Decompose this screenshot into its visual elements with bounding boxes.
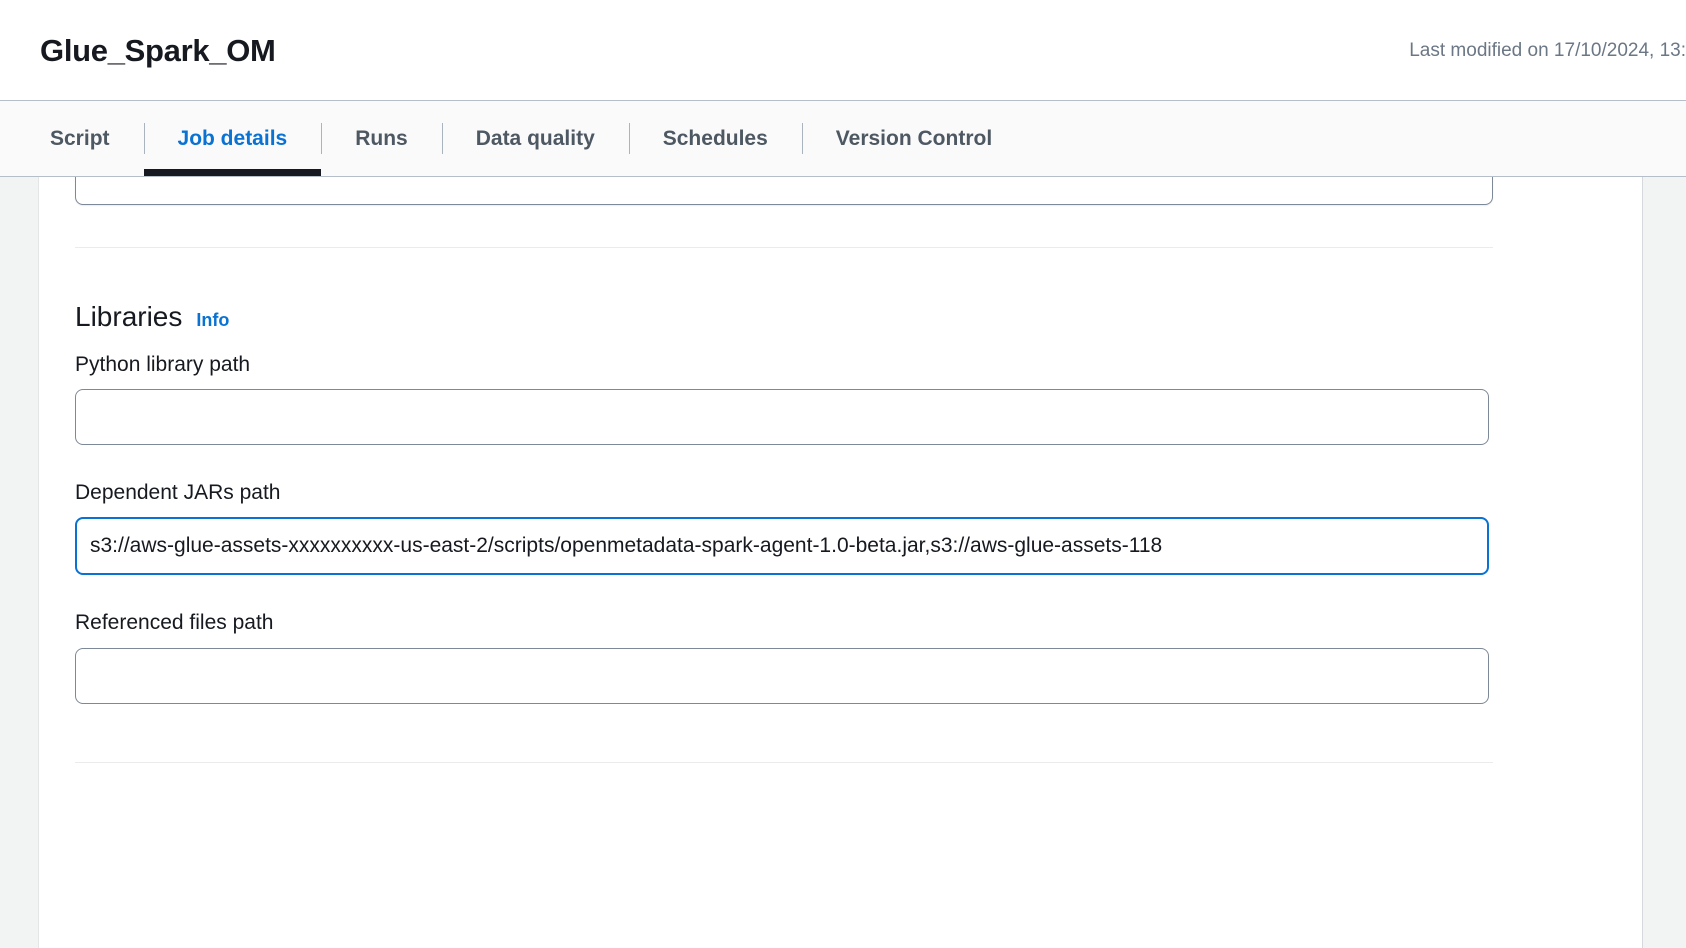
tab-bar: Script Job details Runs Data quality Sch… <box>0 101 1686 177</box>
left-gutter <box>0 177 39 948</box>
libraries-heading: Libraries <box>75 301 183 332</box>
tab-version-control[interactable]: Version Control <box>801 101 1026 176</box>
last-modified-text: Last modified on 17/10/2024, 13: <box>1409 39 1686 61</box>
job-details-form-panel: Libraries Info Python library path Depen… <box>39 177 1642 948</box>
section-divider-bottom <box>75 761 1493 763</box>
referenced-files-path-input[interactable] <box>75 647 1489 704</box>
python-library-path-field: Python library path <box>75 351 1493 446</box>
right-gutter <box>1642 177 1686 948</box>
dependent-jars-path-field: Dependent JARs path <box>75 479 1493 576</box>
body-area: Libraries Info Python library path Depen… <box>0 177 1686 948</box>
tab-data-quality[interactable]: Data quality <box>441 101 629 176</box>
tab-job-details[interactable]: Job details <box>143 101 322 176</box>
referenced-files-path-field: Referenced files path <box>75 609 1493 704</box>
python-library-path-label: Python library path <box>75 352 251 376</box>
libraries-section-header: Libraries Info <box>75 301 1493 333</box>
dependent-jars-path-label: Dependent JARs path <box>75 481 281 505</box>
python-library-path-input[interactable] <box>75 389 1489 446</box>
tab-script[interactable]: Script <box>16 101 144 176</box>
tab-schedules[interactable]: Schedules <box>628 101 802 176</box>
tab-runs[interactable]: Runs <box>321 101 442 176</box>
dependent-jars-path-input[interactable] <box>75 517 1489 576</box>
form-inner: Libraries Info Python library path Depen… <box>39 177 1529 763</box>
scrolled-off-input[interactable] <box>75 177 1493 205</box>
referenced-files-path-label: Referenced files path <box>75 611 274 635</box>
section-divider-top <box>75 247 1493 248</box>
libraries-info-link[interactable]: Info <box>196 310 230 330</box>
page-header: Glue_Spark_OM Last modified on 17/10/202… <box>0 0 1686 101</box>
page-title: Glue_Spark_OM <box>40 32 276 68</box>
